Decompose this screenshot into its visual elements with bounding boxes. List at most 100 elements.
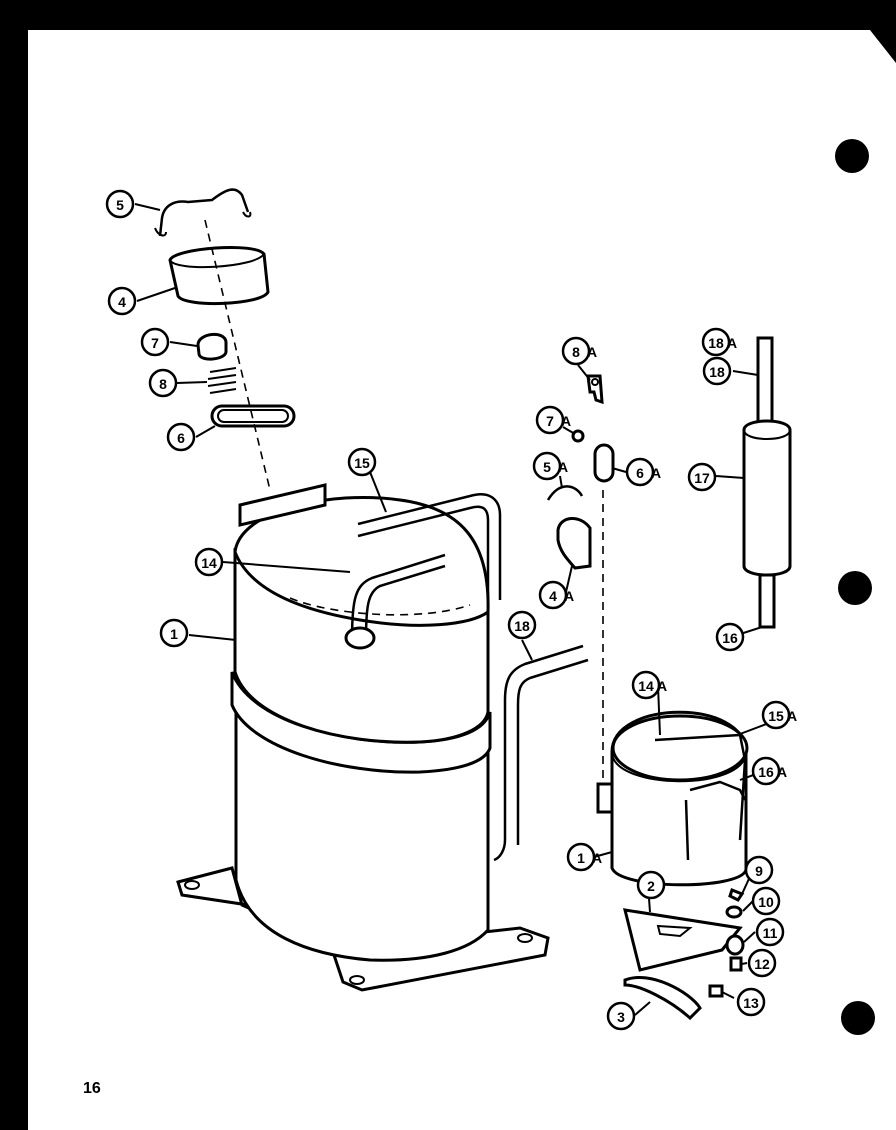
clip-5a [546,485,584,501]
callout-number: 11 [763,925,778,941]
callout-circle [566,842,596,872]
callout-circle [751,756,781,786]
grommet-3 [623,976,702,1021]
callout-suffix: A [727,335,737,351]
lower-shell [234,710,490,962]
callout-number: 13 [743,995,759,1011]
discharge-tube-14 [350,553,446,641]
callout-circle [715,622,745,652]
callout-suffix: A [561,413,571,429]
callout-circle [761,700,791,730]
callout-circle [561,336,591,366]
callout-number: 18 [708,335,724,351]
compressor-small [596,710,749,1021]
callout-number: 8 [159,376,167,392]
callout-4: 4 [107,286,137,316]
callout-9: 9 [744,855,774,885]
callout-circle [755,917,785,947]
callout-circle [747,948,777,978]
callout-circle [107,286,137,316]
callout-5: 5 [105,189,135,219]
callout-number: 6 [177,430,185,446]
callout-circle [538,580,568,610]
callout-circle [148,368,178,398]
callout-18: 18 [507,610,537,640]
callout-circle [347,447,377,477]
callout-8: 8 [148,368,178,398]
callout-number: 7 [546,413,554,429]
binder-holes [835,139,875,1035]
callout-circle [625,457,655,487]
callout-circle [687,462,717,492]
plug-7 [196,333,228,361]
callout-circle [194,547,224,577]
callout-3: 3 [606,1001,636,1031]
accumulator [742,336,792,629]
callout-number: 3 [617,1009,625,1025]
callout-number: 4 [118,294,126,310]
callout-circle [736,987,766,1017]
callout-11: 11 [755,917,785,947]
callout-number: 15 [768,708,784,724]
callout-number: 8 [572,344,580,360]
callout-suffix: A [587,344,597,360]
callout-16: 16 [715,622,745,652]
callout-number: 9 [755,863,763,879]
callout-number: 16 [758,764,774,780]
accumulator-17 [742,419,792,577]
callout-12: 12 [747,948,777,978]
callout-15: 15 [347,447,377,477]
callout-circle [631,670,661,700]
callout-number: 18 [709,364,725,380]
callout-circle [702,356,732,386]
suction-tube-18 [493,644,584,862]
callout-circle [532,451,562,481]
callout-1: 1 [159,618,189,648]
callout-circle [166,422,196,452]
terminal-cover-stack [154,188,296,491]
compressor-main [176,483,589,992]
callout-circle [507,610,537,640]
small-part-group [546,374,615,790]
ball-7a [571,429,585,443]
callout-circle [535,405,565,435]
process-tube-15 [357,493,502,600]
callout-18b: 18 [702,356,732,386]
callout-2: 2 [636,870,666,900]
callout-number: 4 [549,588,557,604]
callout-number: 1 [170,626,178,642]
callout-suffix: A [558,459,568,475]
callout-number: 14 [201,555,217,571]
callout-suffix: A [787,708,797,724]
callout-circle [744,855,774,885]
callout-7: 7 [140,327,170,357]
callout-number: 16 [722,630,738,646]
callout-14: 14 [194,547,224,577]
tube-15a [654,733,747,841]
callout-suffix: A [651,465,661,481]
spring-8 [207,367,237,394]
tube-16a [689,780,747,801]
callout-number: 5 [543,459,551,475]
callout-number: 12 [754,956,770,972]
callout-circle [159,618,189,648]
callout-suffix: A [592,850,602,866]
callout-suffix: A [777,764,787,780]
callout-number: 7 [151,335,159,351]
callout-number: 15 [354,455,370,471]
callout-17: 17 [687,462,717,492]
ring-6a [593,443,615,483]
callout-number: 2 [647,878,655,894]
